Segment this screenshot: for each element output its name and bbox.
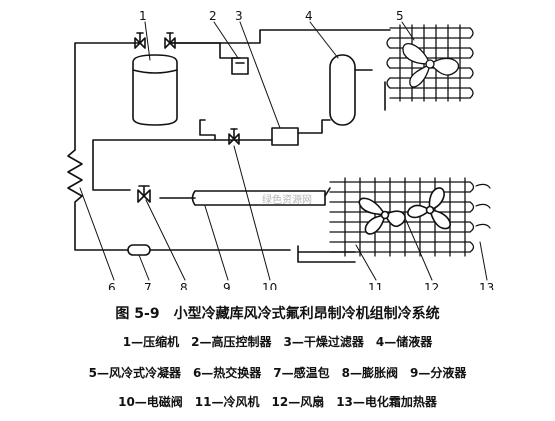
discharge-valve-right	[164, 32, 176, 49]
callout-3: 3	[235, 9, 243, 23]
callout-numbers: 1 2 3 4 5 6 7 8 9 10 11 12 13	[108, 9, 494, 290]
figure-title: 图 5-9 小型冷藏库风冷式氟利昂制冷机组制冷系统	[115, 306, 440, 322]
evaporator-fan-left	[358, 197, 406, 235]
legend-line-2: 5—风冷式冷凝器 6—热交换器 7—感温包 8—膨胀阀 9—分液器	[88, 366, 467, 380]
legend-line-3: 10—电磁阀 11—冷风机 12—风扇 13—电化霜加热器	[118, 395, 437, 409]
receiver	[329, 54, 356, 126]
leader-lines	[79, 21, 488, 281]
drain-pan	[297, 245, 356, 263]
air-cooled-condenser	[386, 24, 474, 102]
compressor	[132, 54, 178, 126]
callout-11: 11	[368, 281, 383, 290]
refrigeration-system-diagram: 绿色资源网 1 2 3 4 5 6 7 8 9 10 11 12 13	[67, 9, 494, 290]
sensing-bulb	[127, 244, 151, 256]
callout-2: 2	[209, 9, 217, 23]
callout-5: 5	[396, 9, 404, 23]
legend-line-1: 1—压缩机 2—高压控制器 3—干燥过滤器 4—储液器	[122, 335, 433, 349]
piping	[67, 29, 391, 251]
callout-1: 1	[139, 9, 147, 23]
callout-9: 9	[223, 281, 231, 290]
dryer-filter	[271, 127, 299, 146]
callout-4: 4	[305, 9, 313, 23]
distributor	[191, 187, 331, 206]
solenoid-valve	[228, 128, 240, 145]
expansion-valve	[137, 185, 151, 203]
callout-6: 6	[108, 281, 116, 290]
suction-valve-left	[134, 32, 146, 49]
callout-8: 8	[180, 281, 188, 290]
watermark: 绿色资源网	[262, 193, 312, 206]
evaporator-fan-right	[407, 187, 451, 230]
callout-12: 12	[424, 281, 439, 290]
callout-10: 10	[262, 281, 277, 290]
callout-7: 7	[144, 281, 152, 290]
high-pressure-controller	[231, 57, 249, 75]
defrost-heater	[475, 183, 491, 229]
callout-13: 13	[479, 281, 494, 290]
